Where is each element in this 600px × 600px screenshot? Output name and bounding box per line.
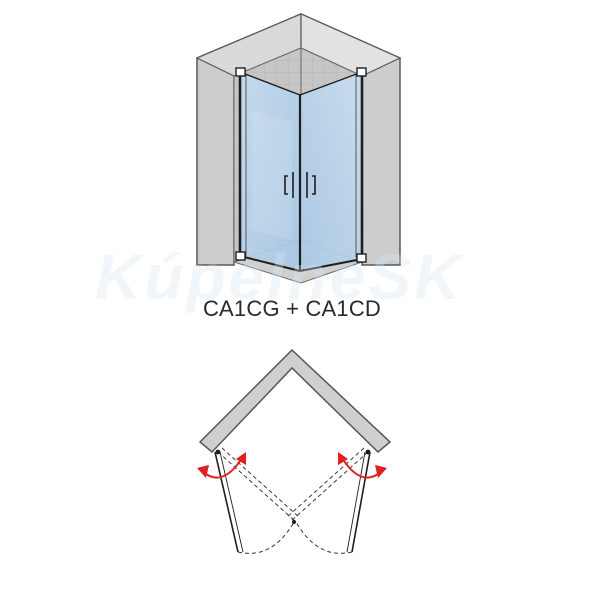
glass-door-right xyxy=(300,72,362,270)
plan-view xyxy=(197,348,392,554)
glass-door-left xyxy=(240,72,300,270)
rotation-arrow-right-icon xyxy=(338,452,387,479)
rotation-arrow-left-icon xyxy=(197,452,246,479)
hinge-icons xyxy=(235,67,367,263)
glass-reflection xyxy=(252,110,292,240)
door-handle-icon xyxy=(284,172,316,198)
door-frames xyxy=(238,70,364,273)
plan-wall xyxy=(198,348,392,454)
model-label: CA1CG + CA1CD xyxy=(202,296,382,321)
